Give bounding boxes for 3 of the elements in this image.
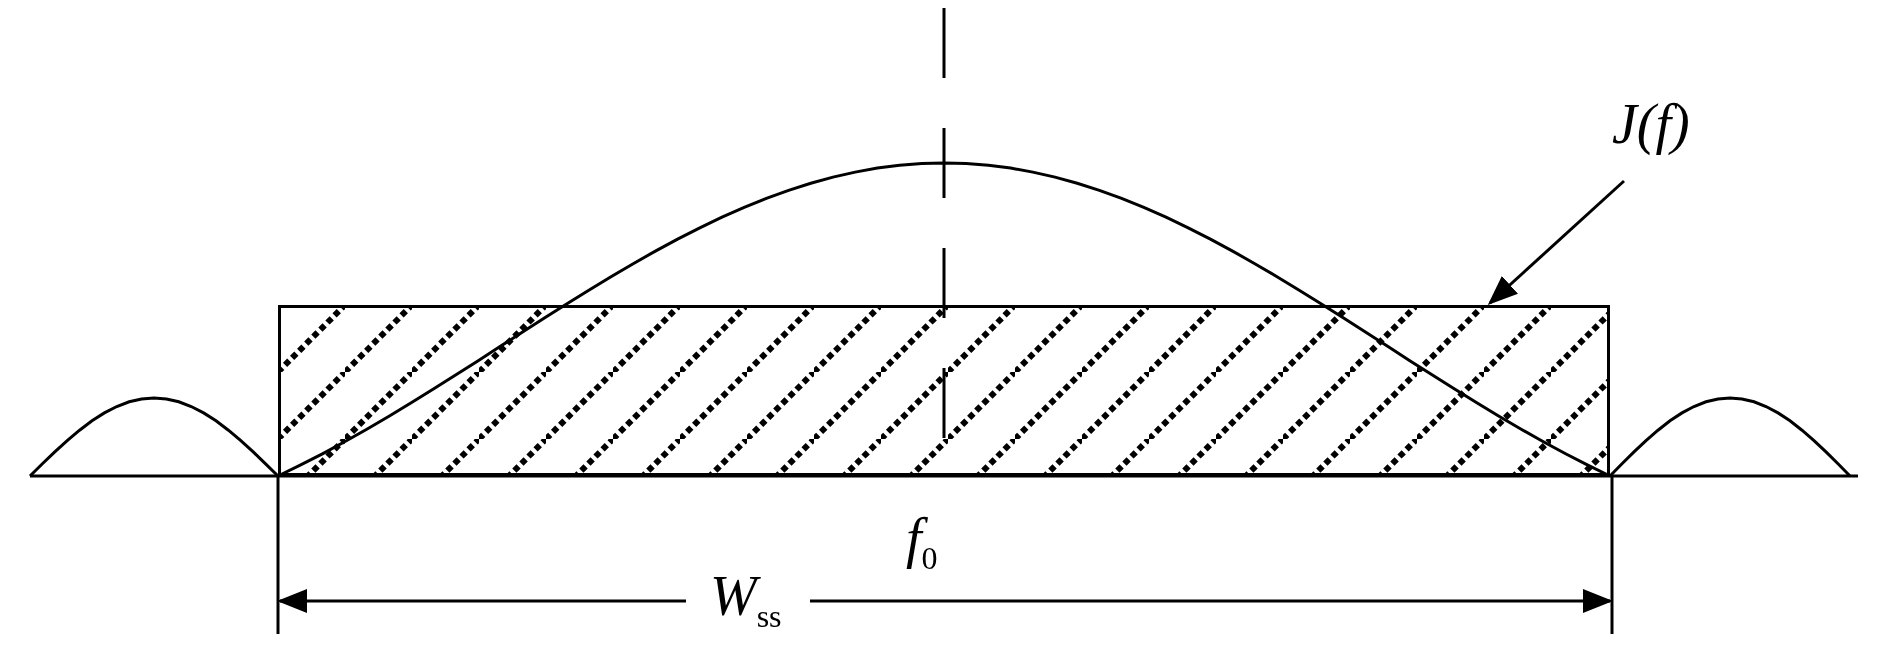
bandwidth-label: W$_{ss}$	[710, 568, 782, 633]
leader-line	[1487, 179, 1625, 305]
frequency-label: f$_{0}$	[906, 510, 938, 575]
